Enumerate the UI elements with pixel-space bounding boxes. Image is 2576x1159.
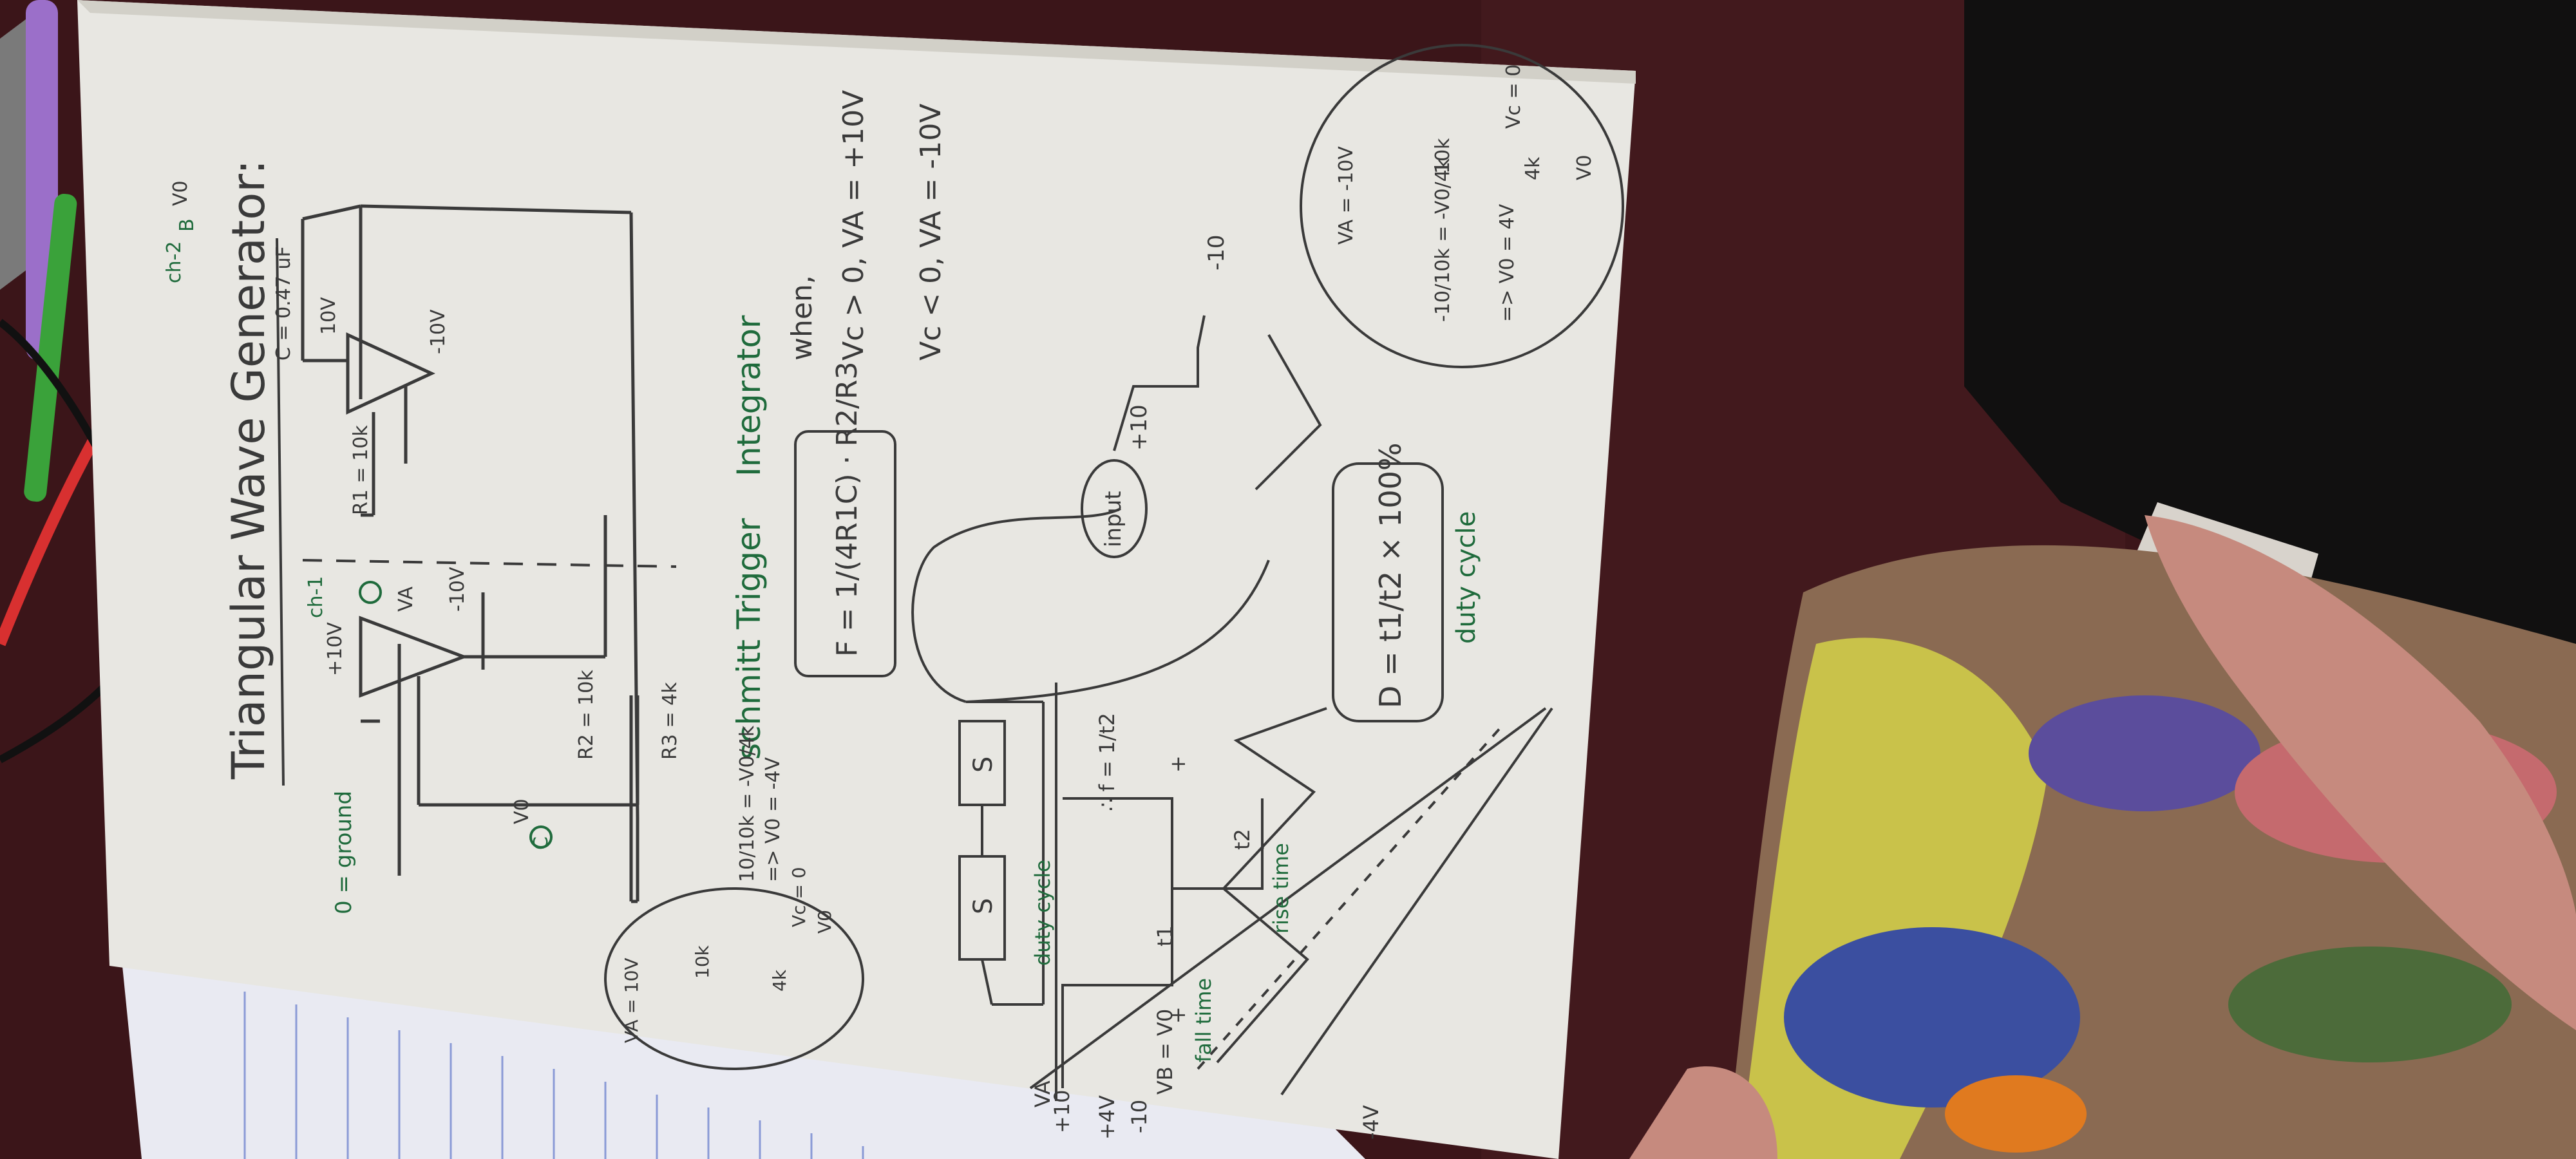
paper-shadow <box>77 0 1636 84</box>
integ-vneg: -10V <box>427 309 450 354</box>
block-diagram <box>911 507 1270 1006</box>
right-circle-vo: V0 <box>1573 155 1596 180</box>
left-circle-vo: V0 <box>814 910 835 934</box>
waveform-graph <box>1029 683 1553 1101</box>
left-circle-rtop: 10k <box>692 945 713 979</box>
section-divider <box>302 559 677 568</box>
left-circle <box>604 887 864 1070</box>
green-pen <box>24 194 77 502</box>
block-s1: S <box>969 898 998 914</box>
metal-tool <box>0 19 26 290</box>
integrator-schematic <box>301 204 639 818</box>
graph-minus-sign: - <box>1249 842 1274 850</box>
graph-vb: VB = V0 <box>1153 1009 1177 1095</box>
ch2-label: ch-2 <box>163 241 185 283</box>
node-vo-label: V0 <box>511 798 533 824</box>
graph-t2: t2 <box>1230 829 1255 850</box>
page-title: Triangular Wave Generator: <box>222 160 275 780</box>
node-b-label: B <box>176 218 198 232</box>
r3-label: R3 = 4k <box>659 682 681 760</box>
left-calc-2: => V0 = -4V <box>762 757 784 882</box>
input-waveform <box>1113 315 1206 451</box>
condition-negative: Vc < 0, VA = -10V <box>914 104 947 361</box>
right-circle-vc: Vc = 0 <box>1502 64 1525 129</box>
graph-plus4: +4V <box>1095 1095 1119 1140</box>
right-circle-rbot: 4k <box>1522 156 1544 180</box>
condition-positive: Vc > 0, VA = +10V <box>837 90 870 361</box>
notebook-lines <box>243 992 864 1159</box>
right-circle <box>1300 44 1624 368</box>
graph-frequency: ∴ f = 1/t2 <box>1095 713 1119 811</box>
integ-vpos: 10V <box>317 297 340 335</box>
triangle-sketch <box>1255 334 1322 491</box>
condition-when: when, <box>786 275 819 361</box>
fabric-blue <box>1784 927 2080 1107</box>
graph-t1: t1 <box>1153 925 1177 947</box>
right-circle-va: VA = -10V <box>1335 146 1358 245</box>
cap-label: C = 0.47 uF <box>272 246 295 361</box>
fabric-orange <box>1945 1075 2087 1153</box>
input-level-low: -10 <box>1204 234 1229 270</box>
fabric-green <box>2228 947 2512 1062</box>
hand <box>2145 515 2576 1030</box>
r2-label: R2 = 10k <box>575 670 598 760</box>
schmitt-vpos: +10V <box>324 622 346 676</box>
input-level-high: +10 <box>1126 404 1152 451</box>
graph-fall-time: fall time <box>1191 978 1216 1062</box>
left-circle-va: VA = 10V <box>621 957 642 1043</box>
r1-label: R1 = 10k <box>350 425 372 515</box>
input-label: input <box>1101 491 1126 547</box>
right-circle-calc1: -10/10k = -V0/4k <box>1432 158 1454 322</box>
left-calc-1: 10/10k = -V0/4k <box>736 725 759 882</box>
left-circle-vc: Vc = 0 <box>788 867 810 927</box>
left-circle-rbot: 4k <box>769 969 790 992</box>
ch1-node-marker <box>359 581 382 604</box>
integ-vo-label: V0 <box>169 180 192 206</box>
block-s2: S <box>969 757 998 773</box>
schmitt-vneg: -10V <box>446 567 469 612</box>
right-circle-calc2: => V0 = 4V <box>1496 203 1519 322</box>
title-underline <box>276 238 285 786</box>
ch1-label: ch-1 <box>305 576 327 618</box>
node-va-label: VA <box>395 586 417 612</box>
formula-text: F = 1/(4R1C) · R2/R3 <box>831 362 864 657</box>
duty-formula: D = t1/t2 × 100% <box>1373 442 1408 708</box>
graph-rise-time: rise time <box>1269 843 1293 934</box>
right-circle-rtop: 10k <box>1432 138 1454 174</box>
graph-plus-sign-2: + <box>1166 755 1190 773</box>
ground-label: 0 = ground <box>331 791 357 914</box>
input-bubble <box>1081 459 1148 558</box>
c-node-marker <box>529 825 553 849</box>
graph-minus4: -4V <box>1359 1105 1383 1140</box>
arm-lower-left <box>1629 1066 1777 1159</box>
fabric-purple <box>2029 695 2260 811</box>
integrator-section-label: Integrator <box>730 315 768 476</box>
graph-axis-va: VA <box>1030 1080 1055 1107</box>
paper-sheet <box>77 0 1636 1159</box>
duty-box <box>1332 462 1444 722</box>
graph-plus10: +10 <box>1050 1089 1074 1133</box>
formula-box <box>794 430 896 677</box>
graph-plus-sign: + <box>1166 1006 1190 1024</box>
graph-minus10: -10 <box>1127 1100 1151 1133</box>
dark-cloth <box>1964 0 2576 760</box>
schmitt-section-label: schmitt Trigger <box>730 518 768 760</box>
duty-caption: duty cycle <box>1452 511 1481 644</box>
graph-duty-cycle: duty cycle <box>1030 860 1055 966</box>
